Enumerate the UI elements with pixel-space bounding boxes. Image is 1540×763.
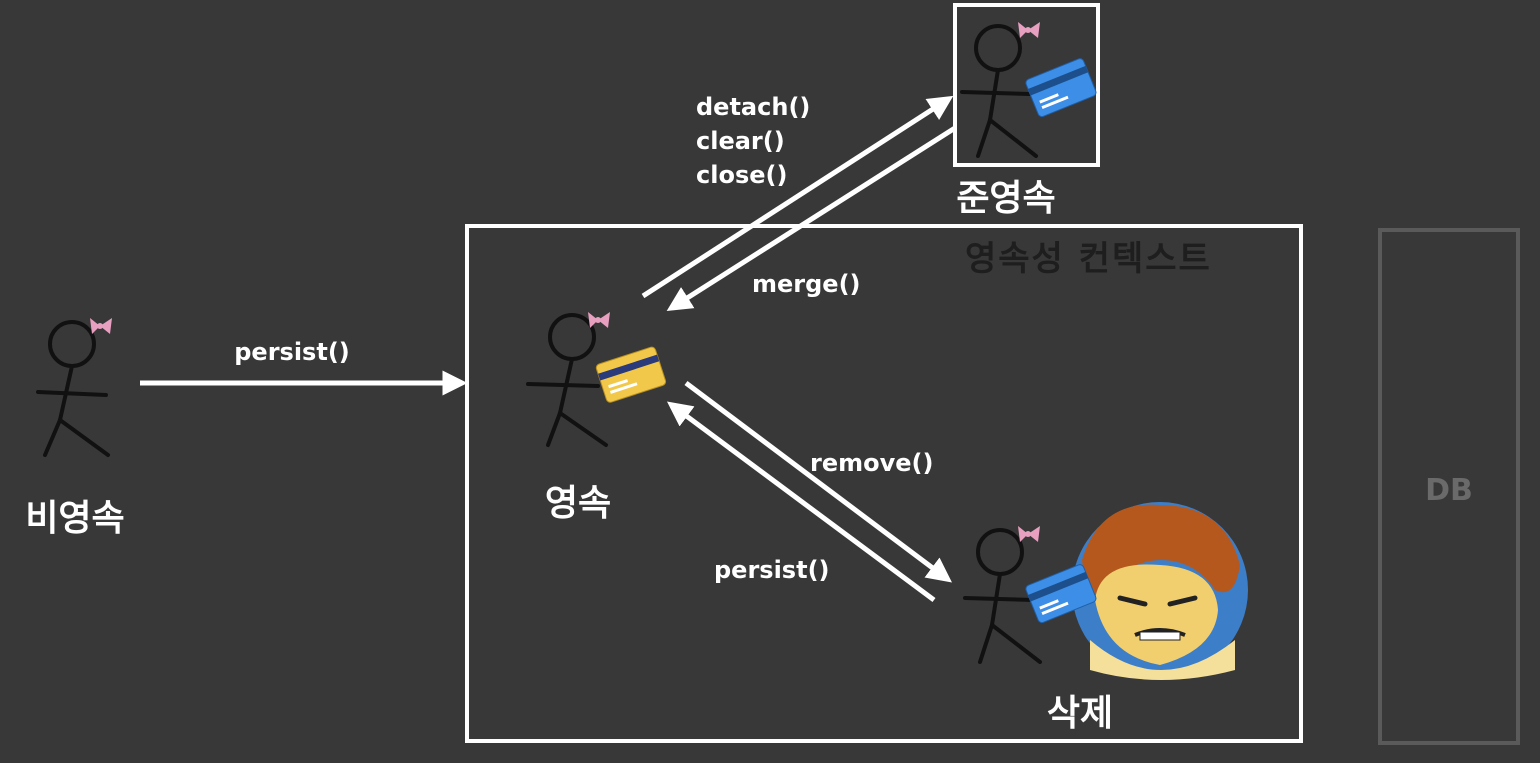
close-label: close() [696,161,787,189]
detached-figure-icon [960,22,1040,158]
clear-label: clear() [696,127,785,155]
remove-arrow [684,381,952,583]
detach-arrow [641,95,954,299]
removed-label: 삭제 [1047,693,1113,734]
managed-label: 영속 [545,483,611,524]
persist-in-label: persist() [234,338,350,366]
persist-back-label: persist() [714,556,830,584]
blue-card-icon [1025,564,1097,624]
detach-label: detach() [696,93,810,121]
merge-arrow [666,125,957,312]
yellow-card-icon [595,346,667,403]
persist-back-arrow [666,401,936,603]
remove-label: remove() [810,449,933,477]
managed-figure-icon [526,312,610,447]
detached-box [953,3,1100,167]
db-box [1378,228,1520,745]
detached-label: 준영속 [956,178,1055,219]
merge-label: merge() [752,270,861,298]
removed-figure-icon [963,526,1042,664]
persistence-context-box [465,224,1303,743]
transient-figure-icon [36,318,112,457]
persistence-context-label: 영속성 컨텍스트 [965,239,1212,279]
db-label: DB [1425,473,1473,508]
transient-label: 비영속 [25,498,124,539]
blue-card-icon [1025,58,1097,118]
angry-character-icon [1072,502,1248,680]
